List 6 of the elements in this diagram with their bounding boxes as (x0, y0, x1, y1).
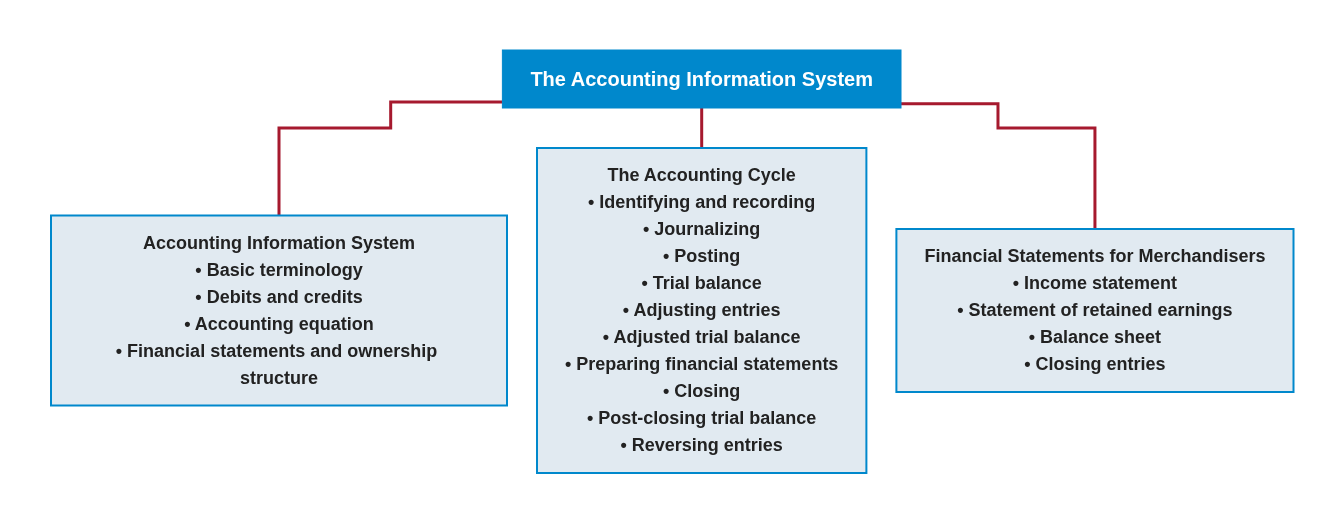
node-box: The Accounting Information System (501, 49, 902, 109)
node-box: Financial Statements for Merchandisers • Income statement • Statement of retained earnings • Balance sheet • Closing entries (895, 228, 1295, 393)
connector (277, 100, 503, 217)
node-box: The Accounting Cycle • Identifying and recording • Journalizing • Posting • Trial balance • Adjusting entries • Adjusted trial balance • Preparing financial statements • Closing • Post-closing trial balance • Reversing entries (535, 147, 868, 474)
node-box: Accounting Information System • Basic terminology • Debits and credits • Accounting equation • Financial statements and ownership structure (49, 214, 508, 407)
connector (900, 102, 1097, 231)
